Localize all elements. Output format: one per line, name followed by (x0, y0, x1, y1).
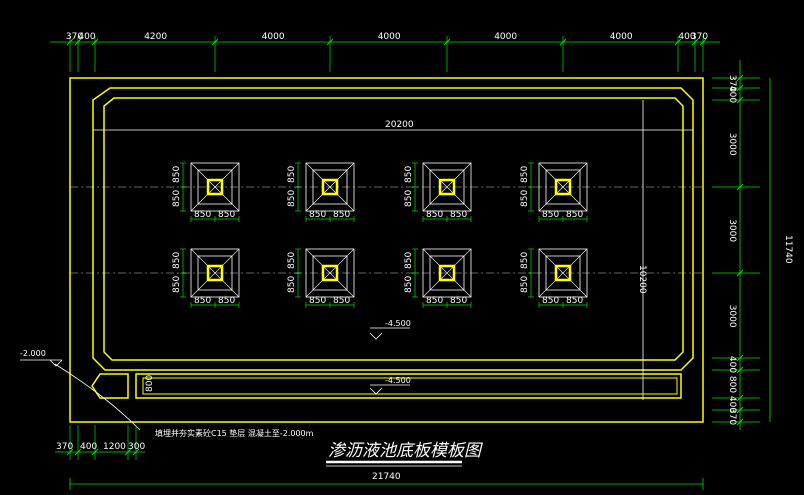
top-dim-label: 4000 (378, 32, 401, 42)
pile-dim-label: 850 (426, 296, 443, 306)
pile-dim-label: 850 (218, 210, 235, 220)
pile-foundation: 850 850 850 850 (520, 162, 588, 222)
top-dim-label: 400 (78, 32, 95, 42)
pile-dim-label: 850 (218, 296, 235, 306)
elevation-mark-mid: -4.500 (369, 319, 411, 340)
svg-text:-4.500: -4.500 (385, 319, 411, 328)
pile-foundation: 850 850 850 850 (520, 248, 588, 308)
pile-dim-label: 850 (333, 296, 350, 306)
pile-dim-label: 850 (194, 296, 211, 306)
bottom-dim-label: 300 (128, 442, 145, 452)
pile-dim-label: 850 (450, 296, 467, 306)
svg-text:-4.500: -4.500 (385, 376, 411, 385)
pile-dim-label: 850 (287, 190, 297, 207)
pile-dim-label: 850 (172, 276, 182, 293)
pile-dim-label: 850 (287, 276, 297, 293)
small-box-label: 800 (145, 375, 155, 392)
pile-dim-label: 850 (172, 166, 182, 183)
top-dim-label: 4000 (494, 32, 517, 42)
pool-wall-outer (92, 87, 694, 371)
right-dim-label: 800 (727, 376, 737, 393)
pile-dim-label: 850 (520, 166, 530, 183)
inner-width-label: 20200 (385, 120, 414, 130)
pile-dim-label: 850 (309, 296, 326, 306)
drawing-title: 渗沥液池底板模板图 (328, 441, 483, 461)
pile-dim-label: 850 (194, 210, 211, 220)
pile-dim-label: 850 (566, 210, 583, 220)
pile-foundation: 850 850 850 850 (404, 248, 472, 308)
right-dim-label: 370 (727, 75, 737, 92)
top-dim-label: 370 (691, 32, 708, 42)
pile-dim-label: 850 (404, 252, 414, 269)
pile-dim-label: 850 (520, 276, 530, 293)
right-dim-label: 370 (727, 408, 737, 425)
pile-dim-label: 850 (309, 210, 326, 220)
pile-dim-label: 850 (542, 210, 559, 220)
top-dim-label: 400 (678, 32, 695, 42)
note-leader (54, 363, 141, 431)
bottom-dim-label: 370 (56, 442, 73, 452)
right-dim-label: 400 (727, 396, 737, 413)
elevation-mark-top: -2.000 (20, 349, 63, 367)
top-dim-label: 4000 (262, 32, 285, 42)
top-dim-label: 4200 (144, 32, 167, 42)
pile-dim-label: 850 (172, 252, 182, 269)
pile-foundation: 850 850 850 850 (404, 162, 472, 222)
pile-dim-label: 850 (520, 252, 530, 269)
pile-foundation: 850 850 850 850 (287, 248, 355, 308)
pile-foundation: 850 850 850 850 (172, 248, 240, 308)
total-width-label: 21740 (372, 472, 401, 482)
outer-slab-boundary (69, 77, 704, 423)
inner-height-label: 10200 (637, 265, 647, 294)
pile-dim-label: 850 (404, 190, 414, 207)
right-dim-label: 400 (727, 86, 737, 103)
pile-dim-label: 850 (450, 210, 467, 220)
pool-wall-inner (103, 97, 684, 361)
bottom-dim-label: 400 (80, 442, 97, 452)
fill-note: 填埋并夯实素砼C15 垫层 混凝土至-2.000m (155, 428, 314, 438)
pile-dim-label: 850 (333, 210, 350, 220)
elevation-mark-bottom: -4.500 (369, 376, 411, 395)
pile-dim-label: 850 (566, 296, 583, 306)
pile-dim-label: 850 (404, 166, 414, 183)
pile-foundation: 850 850 850 850 (287, 162, 355, 222)
pile-dim-label: 850 (404, 276, 414, 293)
pile-dim-label: 850 (426, 210, 443, 220)
top-dim-label: 370 (66, 32, 83, 42)
pile-foundation: 850 850 850 850 (172, 162, 240, 222)
right-dim-label: 3000 (727, 219, 737, 242)
pile-dim-label: 850 (287, 252, 297, 269)
bottom-dim-label: 1200 (103, 442, 126, 452)
long-channel-outer (135, 373, 682, 399)
right-dim-label: 3000 (727, 305, 737, 328)
small-channel (91, 373, 129, 399)
pile-dim-label: 850 (172, 190, 182, 207)
right-dim-label: 400 (727, 356, 737, 373)
pile-dim-label: 850 (542, 296, 559, 306)
total-height-label: 11740 (783, 235, 793, 264)
right-dim-label: 3000 (727, 133, 737, 156)
svg-text:-2.000: -2.000 (20, 349, 46, 358)
long-channel-inner (142, 377, 678, 395)
pile-dim-label: 850 (520, 190, 530, 207)
top-dim-label: 4000 (610, 32, 633, 42)
pile-dim-label: 850 (287, 166, 297, 183)
